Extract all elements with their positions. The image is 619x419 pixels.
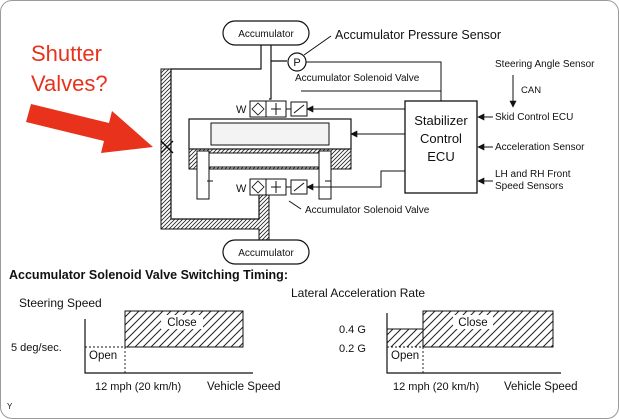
solenoid-upper-label: Accumulator Solenoid Valve <box>295 73 420 84</box>
right-close-bg <box>453 315 493 329</box>
accumulator-top: Accumulator <box>222 20 310 46</box>
pressure-sensor: P Accumulator Pressure Sensor <box>287 28 501 72</box>
right-chart-title: Lateral Acceleration Rate <box>291 286 425 300</box>
corner-mark: Y <box>7 402 13 411</box>
right-x-label: Vehicle Speed <box>504 381 578 393</box>
accumulator-bottom: Accumulator <box>222 239 310 265</box>
speed-sensors-label-line1: LH and RH Front <box>495 169 571 180</box>
can-label: CAN <box>521 85 541 96</box>
solenoid-lower-label: Accumulator Solenoid Valve <box>305 205 430 216</box>
left-axes <box>84 319 253 374</box>
right-x-tick: 12 mph (20 km/h) <box>393 381 479 393</box>
left-chart-title: Steering Speed <box>19 296 102 310</box>
acceleration-sensor-label: Acceleration Sensor <box>495 142 585 153</box>
valve-upper-w: W <box>236 104 247 116</box>
ecu-inputs: Steering Angle Sensor CAN Skid Control E… <box>477 59 595 192</box>
shutter-valve-mark <box>160 140 174 154</box>
ecu-label-line1: Stabilizer <box>414 113 468 128</box>
left-close-bg <box>161 315 203 329</box>
pressure-signal-wire <box>306 61 442 101</box>
right-y-tick-high: 0.4 G <box>339 324 366 336</box>
timing-title: Accumulator Solenoid Valve Switching Tim… <box>9 268 288 282</box>
right-close-region-lower <box>387 329 423 347</box>
left-x-tick: 12 mph (20 km/h) <box>95 381 181 393</box>
right-open-label: Open <box>391 350 419 362</box>
right-axes <box>386 313 561 374</box>
ecu-label-line2: Control <box>420 131 462 146</box>
pressure-sensor-symbol: P <box>293 57 300 69</box>
pressure-sensor-label: Accumulator Pressure Sensor <box>335 28 501 42</box>
left-close-label: Close <box>167 317 196 329</box>
accumulator-top-label: Accumulator <box>238 29 294 40</box>
stabilizer-control-ecu: Stabilizer Control ECU <box>404 100 478 194</box>
annotation-line2: Valves? <box>31 71 108 96</box>
stabilizer-cylinder <box>188 118 352 200</box>
right-y-tick-low: 0.2 G <box>339 343 366 355</box>
shutter-valves-annotation: Shutter Valves? <box>26 41 153 153</box>
solenoid-valve-lower: W Accumulator Solenoid Valve <box>236 170 430 216</box>
valve-lower-w: W <box>236 183 247 195</box>
left-y-tick: 5 deg/sec. <box>11 342 62 354</box>
steering-angle-sensor-label: Steering Angle Sensor <box>495 59 595 70</box>
left-x-label: Vehicle Speed <box>207 381 281 393</box>
skid-control-ecu-label: Skid Control ECU <box>495 112 573 123</box>
speed-sensors-label-line2: Speed Sensors <box>495 181 563 192</box>
ecu-label-line3: ECU <box>427 149 454 164</box>
right-close-label: Close <box>458 317 487 329</box>
left-open-label: Open <box>89 350 117 362</box>
accumulator-bottom-label: Accumulator <box>238 248 294 259</box>
annotation-line1: Shutter <box>31 41 102 66</box>
red-arrow-icon <box>26 104 153 153</box>
steering-speed-chart: Steering Speed Close 5 deg/sec. Open 12 … <box>11 296 281 393</box>
lateral-acceleration-chart: Lateral Acceleration Rate Close 0.4 G 0.… <box>291 286 578 393</box>
